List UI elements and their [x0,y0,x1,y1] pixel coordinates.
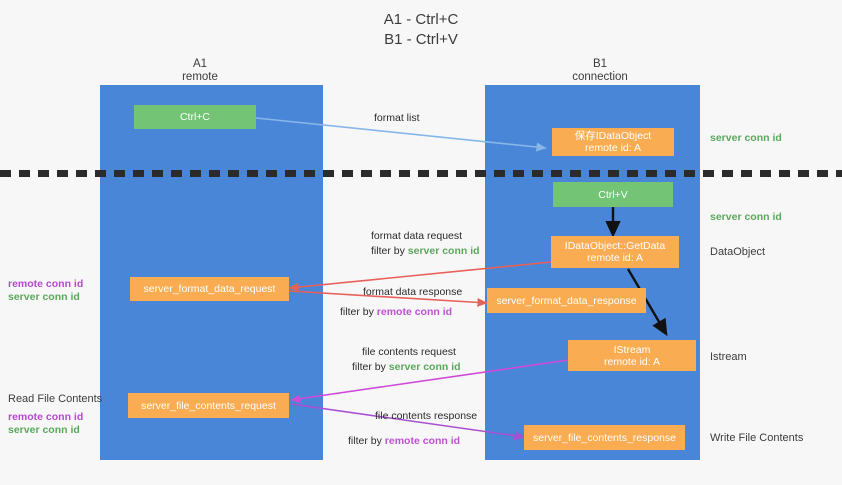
title-line-1: A1 - Ctrl+C [383,11,459,28]
filter-key-1: server conn id [407,245,480,257]
node-save-dataobject-line1: 保存IDataObject [574,130,652,142]
label-server-conn-id-mid: server conn id [710,211,782,223]
column-header-b1: B1 connection [530,58,670,84]
label-server-conn-id-top: server conn id [710,132,782,144]
node-getdata-line2: remote id: A [586,252,644,264]
filter-prefix-4: filter by [348,435,385,447]
edge-label-format-data-response-filter: filter by remote conn id [340,305,452,319]
edge-label-file-contents-request-filter: filter by server conn id [352,360,461,374]
node-server-format-data-request[interactable]: server_format_data_request [130,277,289,301]
node-istream-line2: remote id: A [603,355,661,368]
node-idataobject-getdata[interactable]: IDataObject::GetData remote id: A [551,236,679,268]
label-server-conn-id-1: server conn id [8,291,80,303]
label-conn-ids-format: remote conn id server conn id [8,278,98,304]
node-server-file-contents-request[interactable]: server_file_contents_request [128,393,289,418]
label-dataobject: DataObject [710,246,766,258]
title-line-2: B1 - Ctrl+V [384,31,458,48]
edge-label-format-list: format list [374,112,420,124]
filter-key-4: remote conn id [384,435,461,447]
node-ctrl-c-label: Ctrl+C [179,111,211,123]
node-ctrl-v-label: Ctrl+V [598,188,628,201]
column-b1-name: B1 [592,58,608,70]
column-a1-role: remote [182,71,218,83]
node-save-dataobject-line2: remote id: A [584,142,642,154]
node-istream[interactable]: IStream remote id: A [568,340,696,371]
edge-label-file-contents-request: file contents request [362,346,456,358]
edge-label-format-data-response: format data response [363,286,463,298]
node-server-file-contents-response[interactable]: server_file_contents_response [524,425,685,450]
node-ctrl-v[interactable]: Ctrl+V [553,182,673,207]
edge-label-format-data-request-filter: filter by server conn id [371,244,480,258]
filter-key-3: server conn id [388,361,461,373]
label-remote-conn-id-2: remote conn id [8,411,84,423]
column-b1-role: connection [572,71,628,83]
node-istream-line1: IStream [613,343,651,356]
edge-label-file-contents-response: file contents response [375,410,478,422]
page-title: A1 - Ctrl+C B1 - Ctrl+V [0,10,842,50]
label-write-file-contents: Write File Contents [710,432,804,444]
phase-separator [0,170,842,177]
node-save-dataobject[interactable]: 保存IDataObject remote id: A [552,128,674,156]
node-getdata-line1: IDataObject::GetData [564,240,666,252]
column-a1-name: A1 [192,58,208,70]
node-server-file-contents-request-label: server_file_contents_request [141,399,276,412]
node-server-format-data-response-label: server_format_data_response [496,294,637,307]
node-server-format-data-response[interactable]: server_format_data_response [487,288,646,313]
edge-label-format-data-request: format data request [371,230,463,242]
filter-prefix-2: filter by [340,306,377,318]
node-server-file-contents-response-label: server_file_contents_response [532,431,676,444]
edge-label-file-contents-response-filter: filter by remote conn id [348,434,460,448]
label-read-file-contents: Read File Contents [8,393,103,405]
label-remote-conn-id-1: remote conn id [8,278,84,290]
label-conn-ids-file: remote conn id server conn id [8,411,98,437]
label-server-conn-id-2: server conn id [8,424,80,436]
node-ctrl-c[interactable]: Ctrl+C [134,105,256,129]
filter-prefix-3: filter by [352,361,389,373]
node-server-format-data-request-label: server_format_data_request [143,283,276,295]
filter-key-2: remote conn id [376,306,453,318]
label-istream: Istream [710,351,747,363]
column-header-a1: A1 remote [130,58,270,84]
filter-prefix-1: filter by [371,245,408,257]
